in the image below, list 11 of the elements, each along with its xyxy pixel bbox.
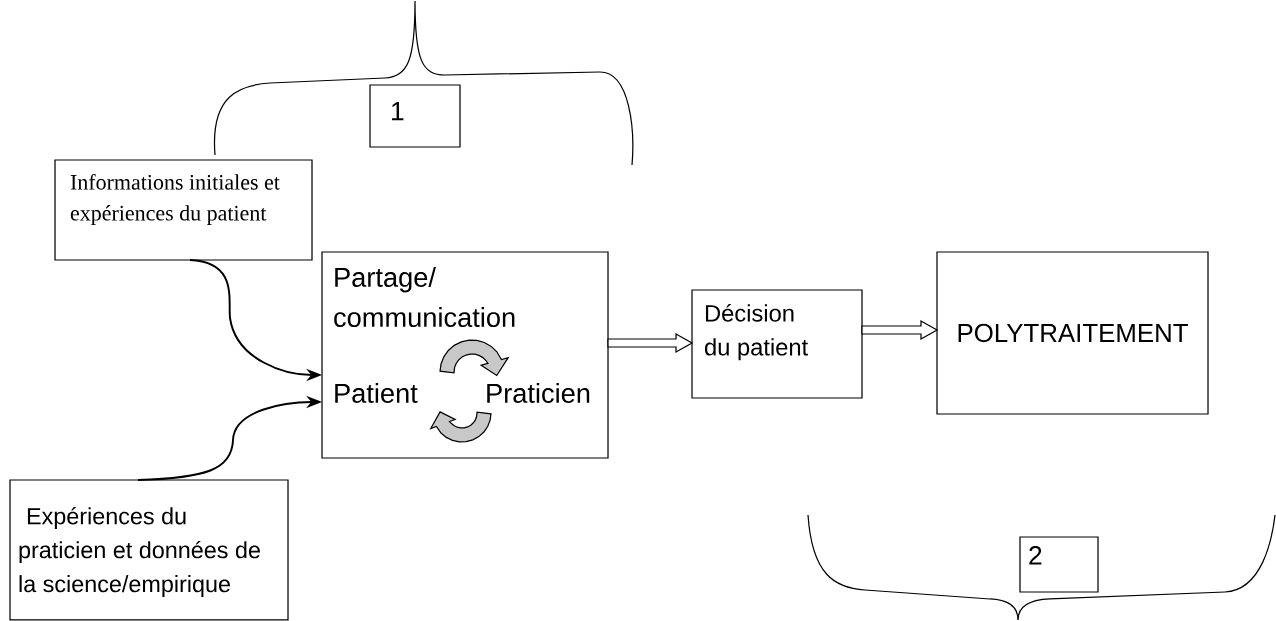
hollow-arrow — [861, 319, 939, 341]
text-box: Informations initiales et expériences du patient — [54, 159, 313, 261]
outcome-box: POLYTRAITEMENT — [936, 251, 1209, 415]
number-box: 2 — [1019, 536, 1099, 593]
hollow-arrow — [607, 332, 694, 354]
role-label: Praticien — [487, 383, 590, 403]
number-box: 1 — [369, 84, 461, 148]
text-box: Expériences du praticien et données de la science/empirique — [9, 479, 289, 621]
decision-box: Décision du patient — [691, 289, 863, 399]
role-label: Patient — [335, 383, 418, 403]
circular-arrow — [429, 411, 492, 443]
